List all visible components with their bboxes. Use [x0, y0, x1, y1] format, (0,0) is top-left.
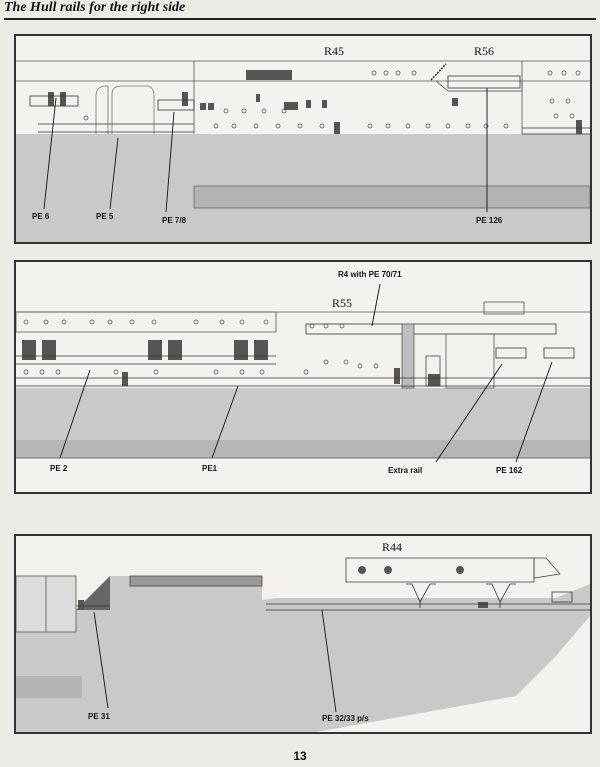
panel-hull-section-3: R44 PE 31 PE 32/33 p/s — [14, 534, 592, 734]
label-pe78: PE 7/8 — [162, 216, 187, 225]
label-pe126: PE 126 — [476, 216, 503, 225]
label-pe1: PE1 — [202, 464, 218, 473]
label-pe6: PE 6 — [32, 212, 50, 221]
page-title: The Hull rails for the right side — [4, 0, 596, 20]
ref-r55: R55 — [332, 296, 353, 310]
label-pe31: PE 31 — [88, 712, 110, 721]
hull-drawing-1 — [16, 60, 590, 242]
panel-hull-section-2: R4 with PE 70/71 R55 PE 2 PE1 Extra rail… — [14, 260, 592, 494]
ref-r56: R56 — [474, 44, 495, 58]
label-extra-rail: Extra rail — [388, 466, 423, 475]
label-pe5: PE 5 — [96, 212, 114, 221]
panel-hull-section-1: R45 R56 PE 6 PE 5 PE 7/8 PE 126 — [14, 34, 592, 244]
hull-drawing-2 — [16, 283, 590, 463]
ref-r44: R44 — [382, 540, 403, 554]
ref-r45: R45 — [324, 44, 345, 58]
label-pe162: PE 162 — [496, 466, 523, 475]
label-pe3233: PE 32/33 p/s — [322, 714, 369, 723]
hull-drawing-3 — [16, 557, 590, 732]
label-r4: R4 with PE 70/71 — [338, 270, 402, 279]
page-number: 13 — [293, 749, 307, 763]
label-pe2: PE 2 — [50, 464, 68, 473]
